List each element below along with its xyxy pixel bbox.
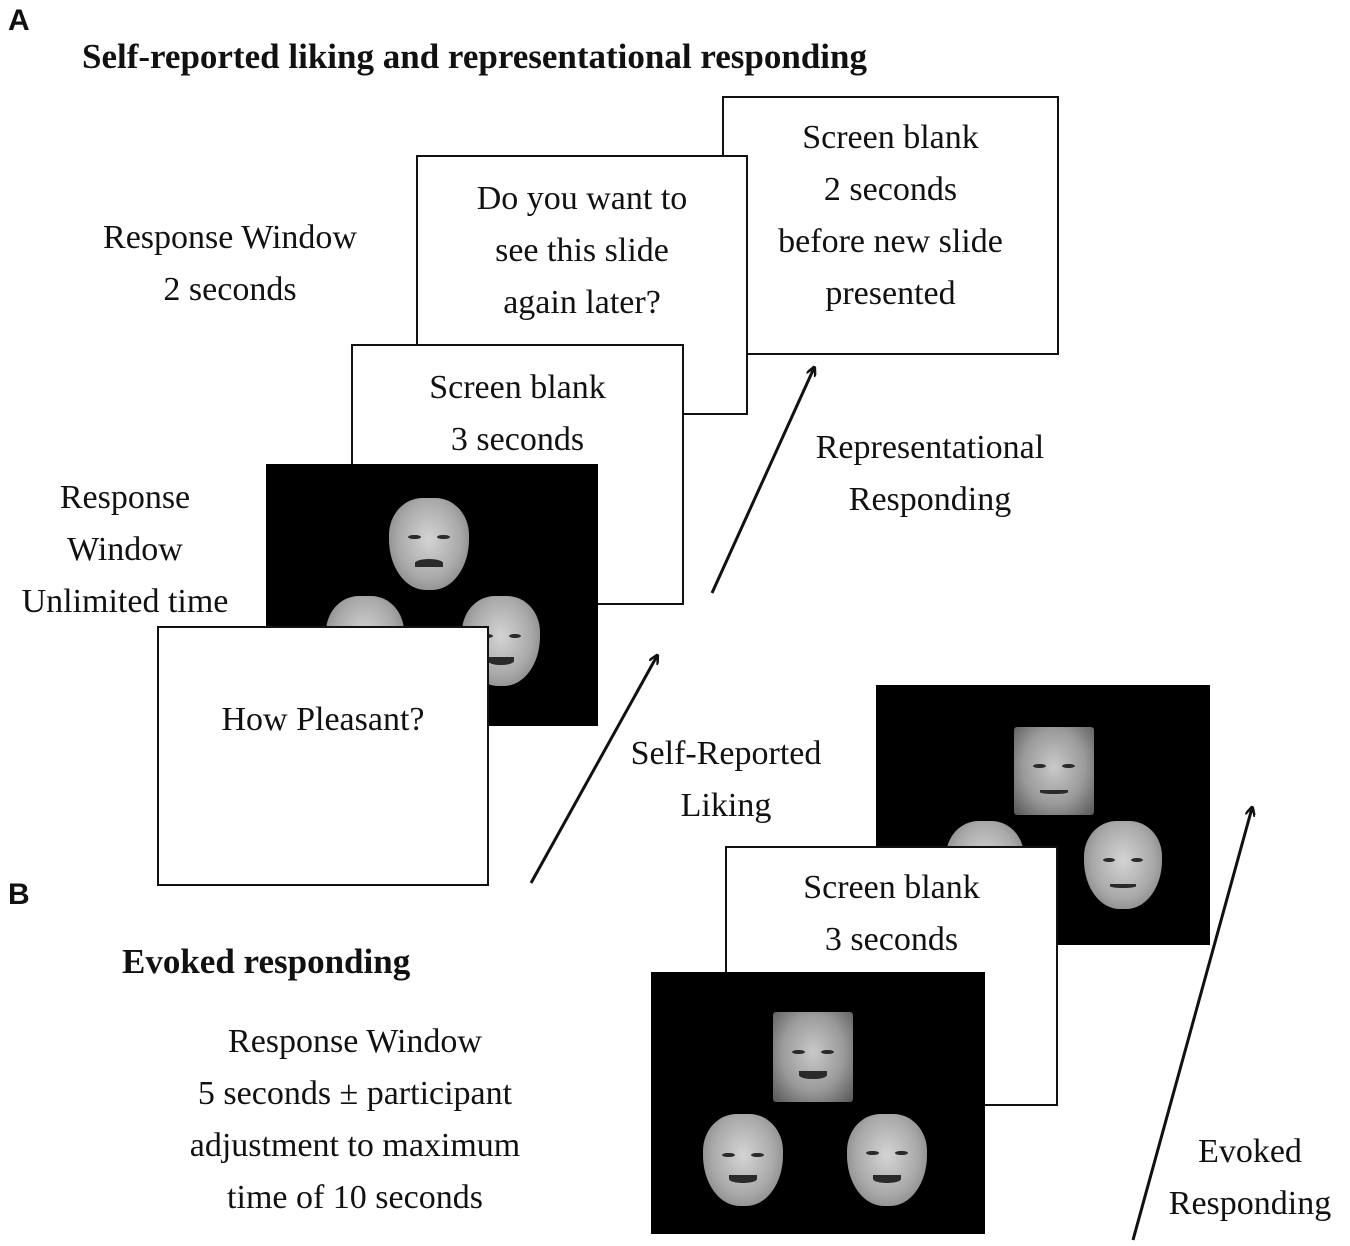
how-pleasant-box: How Pleasant? [157,626,489,886]
representational-responding-label: Representational Responding [780,422,1080,526]
box-line: Screen blank [803,869,980,906]
label-line: Liking [680,787,772,824]
label-line: time of 10 seconds [227,1179,483,1216]
label-line: Response [59,479,191,516]
label-line: 5 seconds ± participant [197,1075,513,1112]
box-line: before new slide [778,223,1003,260]
self-reported-arrow [529,656,657,884]
representational-arrow [710,368,814,594]
label-line: adjustment to maximum [189,1127,521,1164]
label-line: Self-Reported [630,735,822,772]
infant-face-icon [847,1114,927,1206]
label-line: Response Window [228,1023,482,1060]
adult-face-icon [1084,821,1162,909]
label-line: Representational [815,429,1045,466]
label-line: Window [67,531,183,568]
panel-b-title: Evoked responding [122,942,411,981]
box-line: 3 seconds [824,921,959,958]
infant-face-icon [703,1114,783,1206]
adult-face-icon [1014,727,1094,815]
response-window-2s-label: Response Window 2 seconds [60,212,400,316]
self-reported-liking-label: Self-Reported Liking [596,728,856,832]
infant-face-icon [389,498,469,590]
label-line: Response Window [103,219,357,256]
panel-a-letter: A [8,4,30,37]
screen-blank-2s-box: Screen blank 2 seconds before new slide … [722,96,1059,355]
label-line: Evoked [1198,1133,1302,1170]
box-line: see this slide [495,232,669,269]
box-line: Screen blank [429,369,606,406]
response-window-b-label: Response Window 5 seconds ± participant … [130,1016,580,1224]
evoked-responding-label: Evoked Responding [1150,1126,1350,1230]
box-line: How Pleasant? [221,701,425,738]
box-line: Do you want to [476,180,688,217]
smiling-infant-faces-photo [651,972,985,1234]
panel-a-title: Self-reported liking and representationa… [82,37,867,76]
label-line: Unlimited time [21,583,229,620]
box-line: again later? [503,284,661,321]
panel-b-letter: B [8,878,30,911]
label-line: 2 seconds [163,271,297,308]
response-window-unlimited-label: Response Window Unlimited time [0,472,250,628]
box-line: Screen blank [802,119,979,156]
box-line: 2 seconds [823,171,958,208]
box-line: presented [825,275,956,312]
label-line: Responding [848,481,1012,518]
evoked-arrow [1131,808,1252,1241]
box-line: 3 seconds [450,421,585,458]
infant-face-icon [773,1012,853,1102]
label-line: Responding [1168,1185,1332,1222]
